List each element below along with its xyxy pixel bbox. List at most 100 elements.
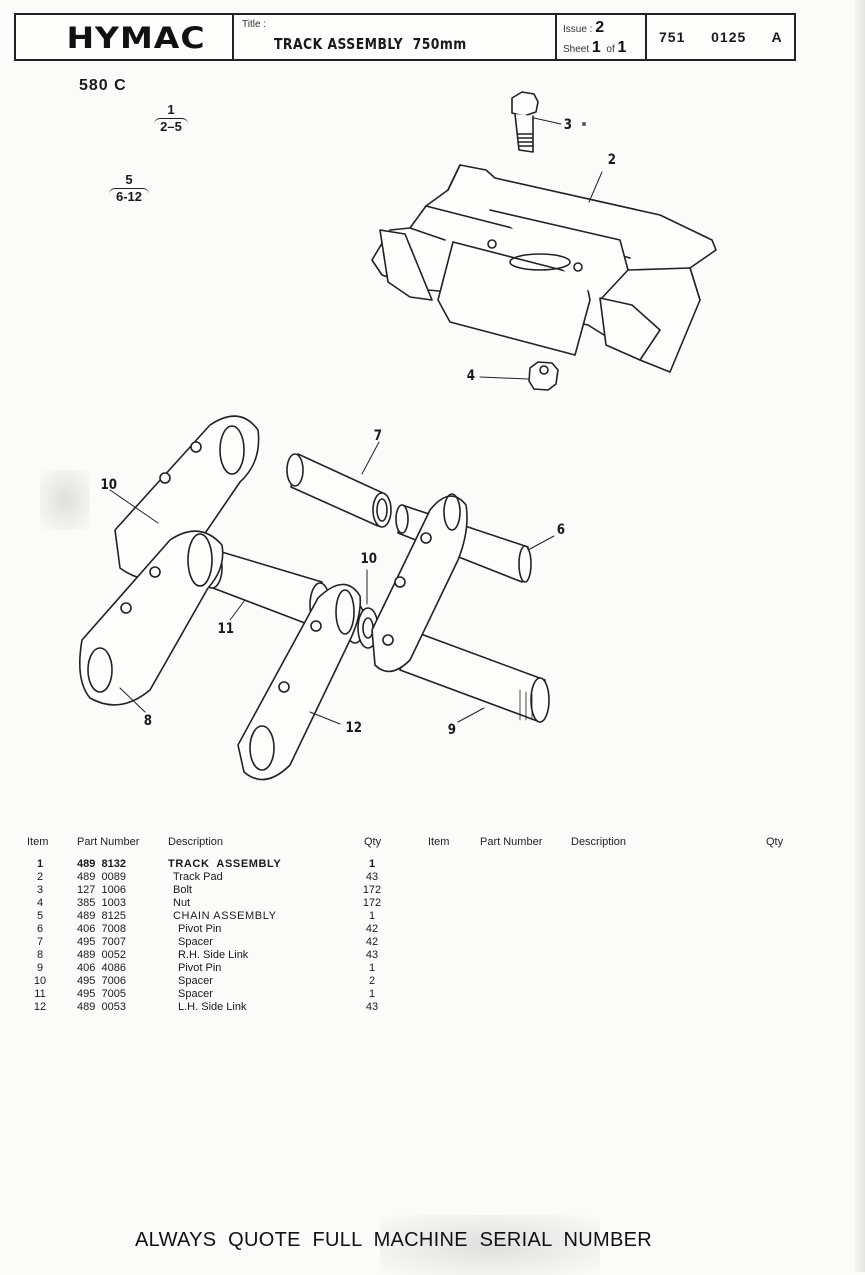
track-pad-icon	[371, 164, 717, 373]
item-number: 4	[36, 897, 44, 909]
item-number: 1	[36, 858, 44, 870]
part-number: 489 0053	[77, 1001, 126, 1013]
brace-icon	[154, 118, 188, 125]
part-number: 495 7005	[77, 988, 126, 1000]
pivot-pin-long-icon	[399, 629, 550, 723]
drawing-number-cell: 751 0125 A	[647, 15, 794, 59]
part-description: Spacer	[178, 988, 213, 1000]
callout-6: 6	[556, 522, 566, 538]
group-parent: 5	[125, 172, 133, 187]
callout-2: 2	[607, 152, 617, 168]
item-number: 8	[36, 949, 44, 961]
table-row: 7 495 7007 Spacer 42	[0, 936, 430, 949]
assembly-group-2: 5 6-12	[109, 173, 149, 204]
side-link-icon	[237, 583, 362, 781]
group-children: 2–5	[160, 119, 182, 134]
quantity: 43	[365, 949, 379, 961]
sheet-number: 1	[591, 39, 601, 56]
machine-model: 580 C	[79, 77, 127, 94]
part-number: 495 7006	[77, 975, 126, 987]
table-row: 3 127 1006 Bolt 172	[0, 884, 430, 897]
item-number: 3	[36, 884, 44, 896]
part-number: 406 4086	[77, 962, 126, 974]
callout-7: 7	[373, 428, 383, 444]
col-header-qty-2: Qty	[766, 836, 784, 848]
callout-11: 11	[217, 621, 235, 637]
document-title: TRACK ASSEMBLY 750mm	[274, 35, 467, 53]
quantity: 42	[365, 936, 379, 948]
spacer-icon	[286, 441, 392, 528]
col-header-part-number-2: Part Number	[480, 836, 543, 848]
quantity: 1	[368, 988, 376, 1000]
table-row: 6 406 7008 Pivot Pin 42	[0, 923, 430, 936]
part-description: L.H. Side Link	[178, 1001, 247, 1013]
table-row: 10 495 7006 Spacer 2	[0, 975, 430, 988]
part-description: Spacer	[178, 975, 213, 987]
part-description: Pivot Pin	[178, 962, 222, 974]
part-description: Spacer	[178, 936, 213, 948]
item-number: 5	[36, 910, 44, 922]
callout-10: 10	[100, 477, 118, 493]
quantity: 1	[368, 858, 376, 870]
part-number: 489 0052	[77, 949, 126, 961]
drawing-number: 751 0125 A	[659, 29, 783, 45]
group-children: 6-12	[115, 189, 143, 204]
item-number: 11	[34, 988, 46, 1000]
issue-cell: Issue : 2 Sheet 1 of 1	[557, 15, 647, 59]
quantity: 2	[368, 975, 376, 987]
part-number: 495 7007	[77, 936, 126, 948]
logo-cell: HYMAC	[16, 15, 234, 59]
item-number: 10	[33, 975, 47, 987]
hymac-logo: HYMAC	[66, 19, 206, 55]
item-number: 7	[36, 936, 44, 948]
table-row: 8 489 0052 R.H. Side Link 43	[0, 949, 430, 962]
title-block: HYMAC Title : TRACK ASSEMBLY 750mm Issue…	[14, 13, 796, 61]
nut-icon	[479, 361, 559, 391]
side-link-icon	[109, 415, 260, 581]
item-number: 9	[36, 962, 44, 974]
item-number: 2	[36, 871, 44, 883]
sheet-row: Sheet 1 of 1	[563, 39, 626, 57]
quantity: 43	[365, 871, 379, 883]
callout-12: 12	[345, 720, 363, 736]
part-description: Track Pad	[173, 871, 223, 883]
assembly-group-1: 1 2–5	[154, 103, 188, 134]
item-number: 6	[36, 923, 44, 935]
callout-8: 8	[143, 713, 153, 729]
scan-smudge	[380, 1215, 600, 1275]
side-link-icon	[371, 493, 468, 673]
callout-9: 9	[447, 722, 457, 738]
spacer-long-icon	[201, 547, 331, 629]
col-header-description: Description	[168, 836, 224, 848]
sheet-total: 1	[617, 39, 627, 56]
callout-4: 4	[466, 368, 476, 384]
table-row: 12 489 0053 L.H. Side Link 43	[0, 1001, 430, 1014]
of-label: of	[606, 44, 615, 55]
issue-label: Issue :	[563, 24, 593, 35]
part-description: Bolt	[173, 884, 192, 896]
callout-10: 10	[360, 551, 378, 567]
serial-number-notice: ALWAYS QUOTE FULL MACHINE SERIAL NUMBER	[135, 1229, 652, 1251]
part-description: Pivot Pin	[178, 923, 222, 935]
part-number: 489 8125	[77, 910, 126, 922]
part-description: R.H. Side Link	[178, 949, 249, 961]
quantity: 42	[365, 923, 379, 935]
callout-3: 3	[563, 117, 573, 133]
quantity: 43	[365, 1001, 379, 1013]
item-number: 12	[33, 1001, 47, 1013]
table-row: 11 495 7005 Spacer 1	[0, 988, 430, 1001]
col-header-description-2: Description	[571, 836, 627, 848]
col-header-qty: Qty	[364, 836, 382, 848]
part-number: 406 7008	[77, 923, 126, 935]
group-parent: 1	[167, 102, 175, 117]
title-cell: Title : TRACK ASSEMBLY 750mm	[234, 15, 557, 59]
brace-icon	[109, 188, 149, 195]
side-link-icon	[79, 530, 224, 713]
part-description: Nut	[173, 897, 191, 909]
quantity: 172	[362, 884, 382, 896]
part-number: 127 1006	[77, 884, 126, 896]
issue-number: 2	[595, 19, 605, 36]
